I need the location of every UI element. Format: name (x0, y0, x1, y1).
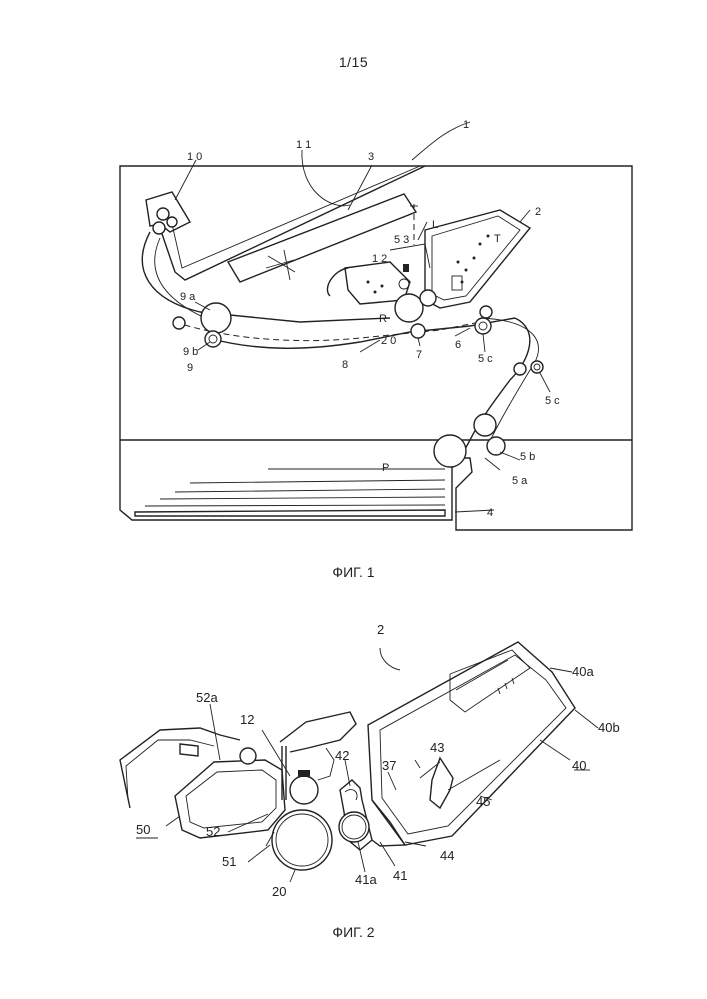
fig1-label-3: 3 (368, 151, 374, 163)
fig1-label-2: 2 (535, 206, 541, 218)
fig1-label-7: 7 (416, 349, 422, 361)
fig2-label-40b: 40b (598, 720, 620, 735)
fig1-label-11: 1 1 (296, 139, 311, 151)
fig2-label-20: 20 (272, 884, 286, 899)
fig1-label-8: 8 (342, 359, 348, 371)
fig2-label-45: 45 (476, 794, 490, 809)
fig1-label-5a: 5 a (512, 475, 528, 487)
developing-roller (420, 290, 436, 306)
fig2-label-40a: 40a (572, 664, 594, 679)
figure-2-drawing (120, 642, 598, 882)
figure-2-labels: 2 12 20 37 40 40a 40b 41 41a 42 43 44 45… (136, 622, 620, 899)
transfer-roller (411, 324, 425, 338)
fig2-label-40: 40 (572, 758, 586, 773)
fixing-unit (146, 192, 190, 234)
figure-2-caption: ФИГ. 2 (0, 924, 707, 940)
paper-stack (135, 469, 445, 516)
fig1-label-L: L (432, 219, 438, 231)
fig1-label-5b: 5 b (520, 451, 535, 463)
paper-path-lower (208, 318, 515, 348)
fig1-label-T: T (494, 233, 501, 245)
fig1-label-5c-1: 5 c (478, 353, 493, 365)
fig1-label-9a: 9 a (180, 291, 196, 303)
fig2-label-44: 44 (440, 848, 454, 863)
fig2-label-12: 12 (240, 712, 254, 727)
fig2-label-50: 50 (136, 822, 150, 837)
fig1-label-10: 1 0 (187, 151, 202, 163)
photosensitive-drum (395, 294, 423, 322)
charging-roller (290, 776, 318, 804)
fig2-label-41: 41 (393, 868, 407, 883)
fig2-label-43: 43 (430, 740, 444, 755)
fig2-label-37: 37 (382, 758, 396, 773)
fig1-label-9: 9 (187, 362, 193, 374)
fig2-label-52a: 52a (196, 690, 218, 705)
fig2-label-2: 2 (377, 622, 384, 637)
fig2-label-41a: 41a (355, 872, 377, 887)
fig2-label-52: 52 (206, 824, 220, 839)
optical-unit (228, 194, 416, 282)
fig1-label-12: 1 2 (372, 253, 387, 265)
fig1-label-R: R (379, 313, 387, 325)
fig1-label-53: 5 3 (394, 234, 409, 246)
fig1-label-P: P (382, 462, 389, 474)
pickup-roller (434, 435, 466, 467)
roller-9b (205, 331, 221, 347)
fig1-label-4: 4 (487, 507, 493, 519)
fig2-label-42: 42 (335, 748, 349, 763)
figure-1-drawing (120, 122, 632, 530)
fig1-label-5c-2: 5 c (545, 395, 560, 407)
paper-path-upper (142, 232, 390, 322)
figure-1-caption: ФИГ. 1 (0, 564, 707, 580)
fig1-label-6: 6 (455, 339, 461, 351)
toner-container (368, 642, 575, 845)
fig1-label-20: 2 0 (381, 335, 396, 347)
fig1-label-1: 1 (463, 119, 469, 131)
developing-roller-41a (339, 812, 369, 842)
drum-20 (272, 810, 332, 870)
fig1-label-9b: 9 b (183, 346, 198, 358)
fig2-label-51: 51 (222, 854, 236, 869)
